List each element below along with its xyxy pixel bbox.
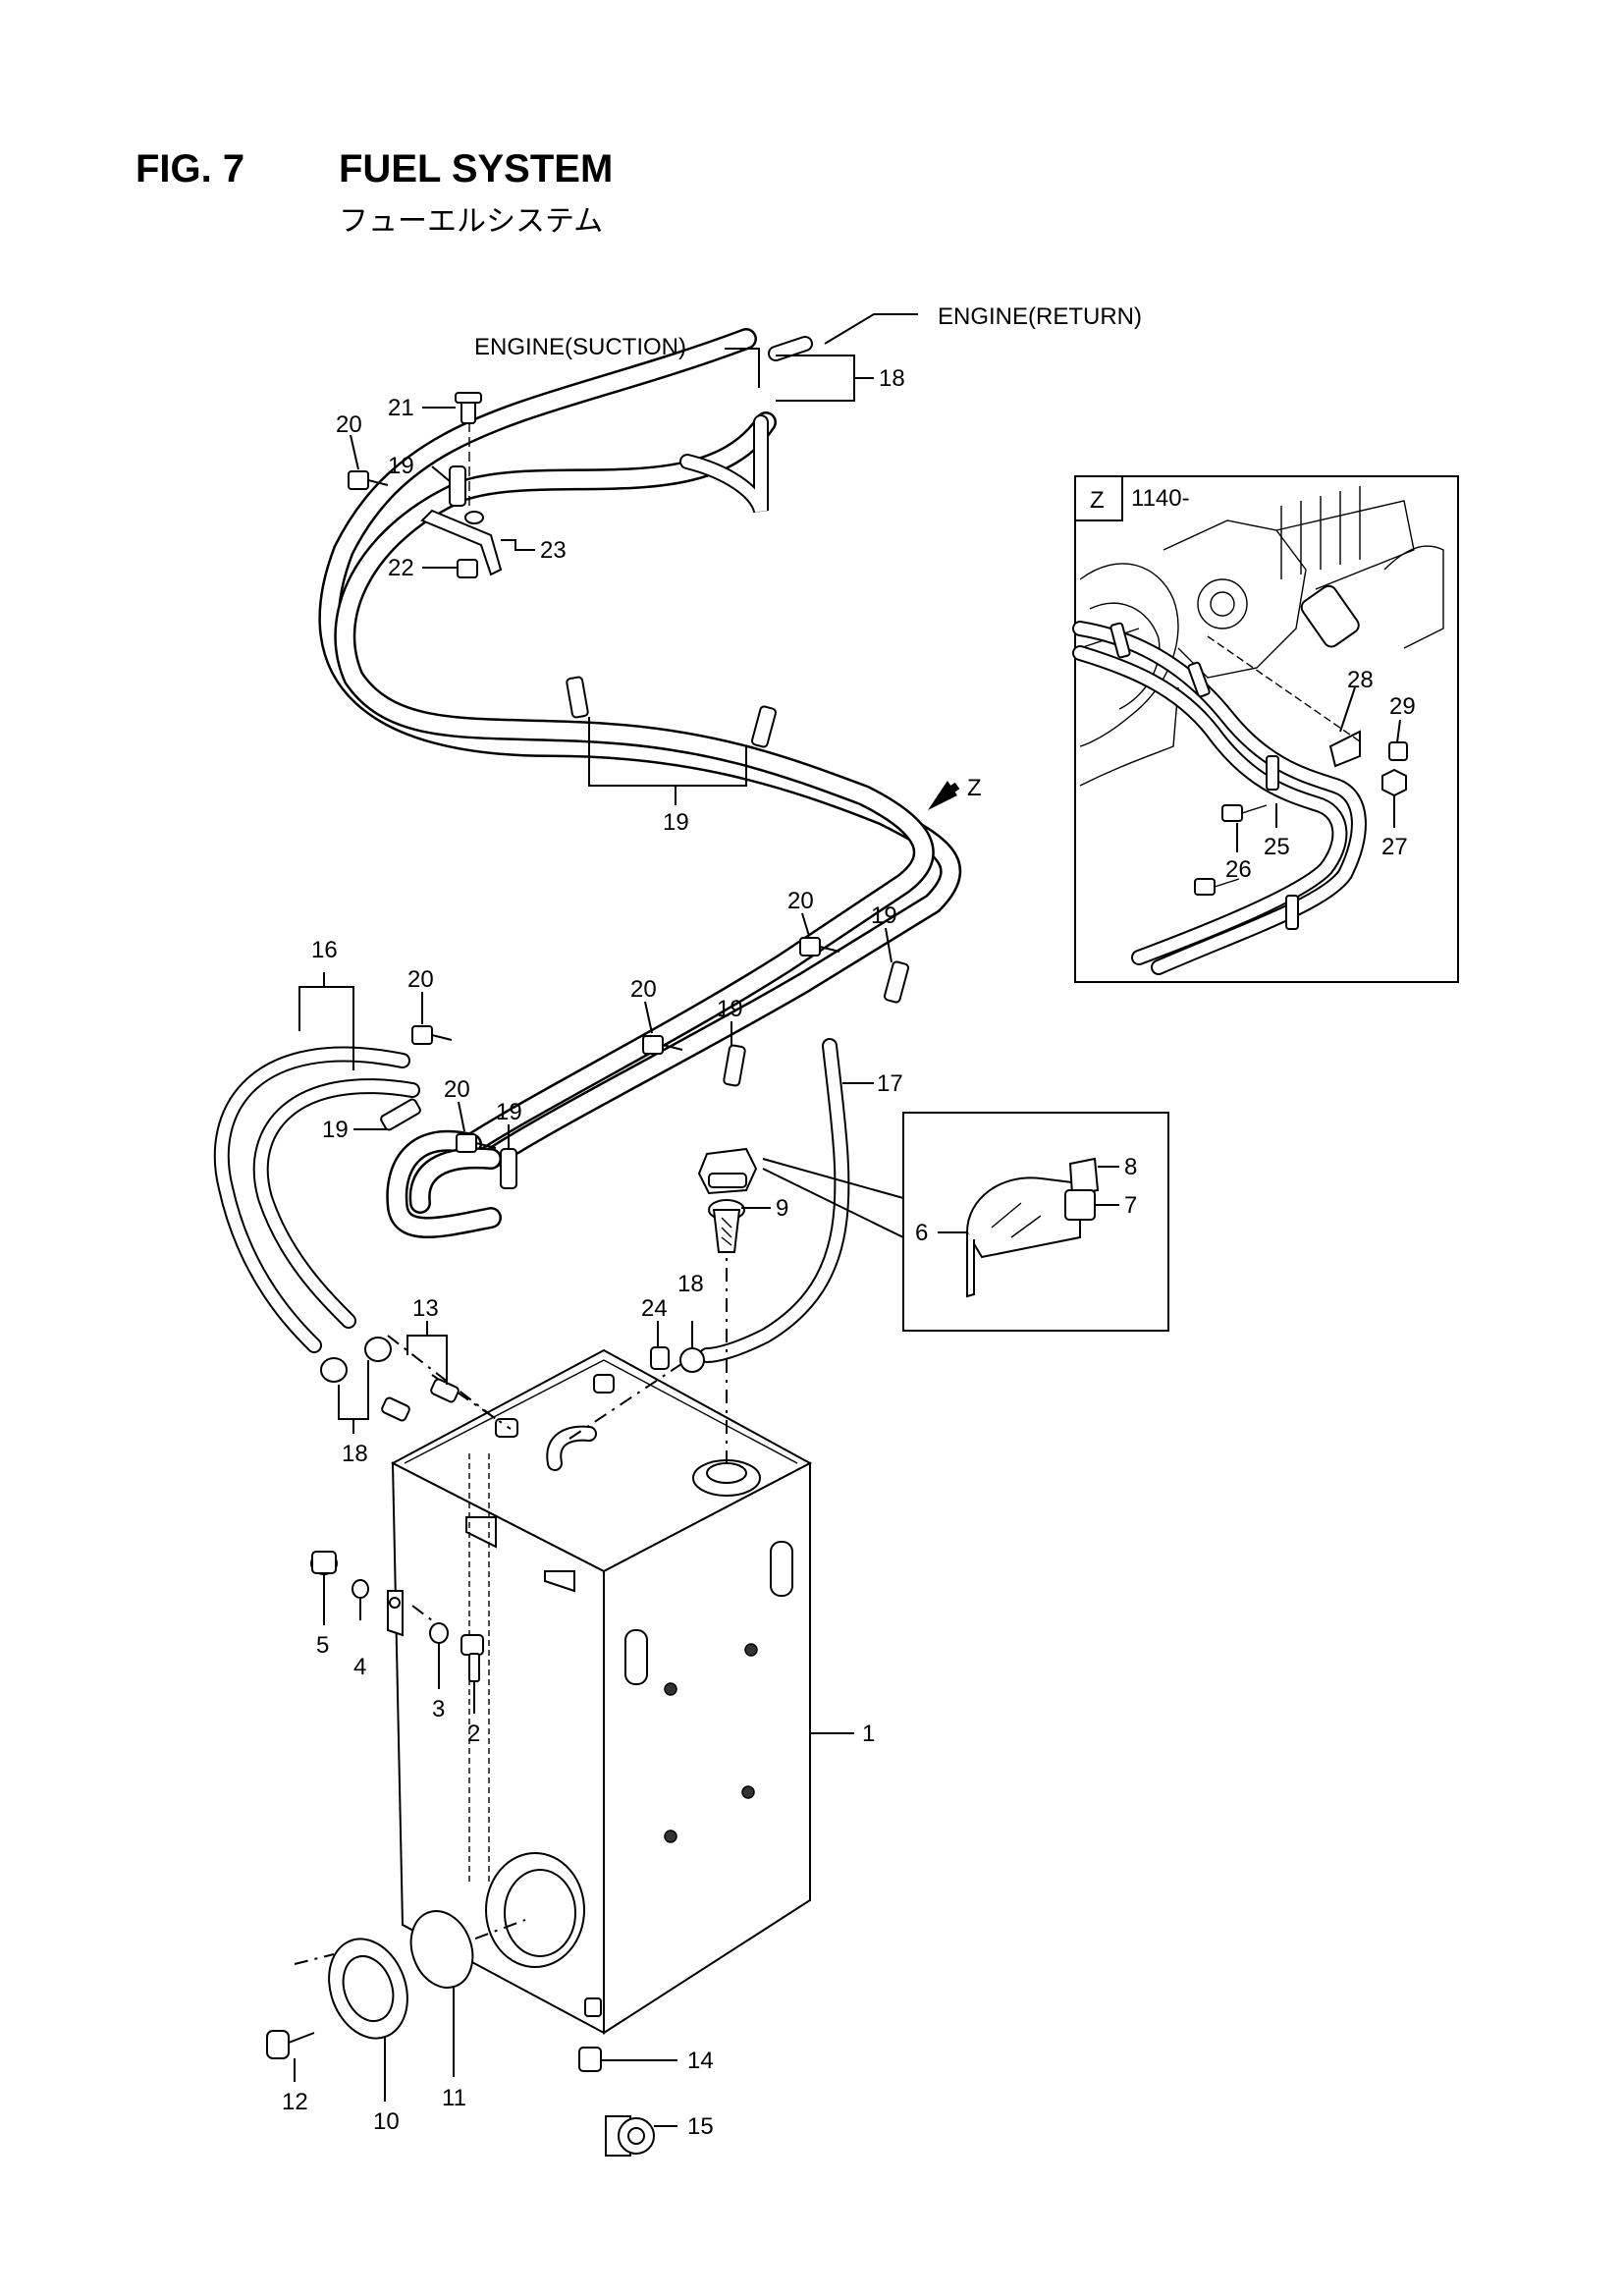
hose-clamps [380, 465, 910, 1189]
callout-12: 12 [282, 2089, 308, 2115]
callout-13: 13 [412, 1295, 439, 1322]
inset-view-z: Z 1140- 2 [1072, 475, 1459, 983]
callout-19: 19 [717, 996, 743, 1022]
callout-20: 20 [630, 976, 657, 1003]
hose-fittings [320, 1337, 705, 1422]
callout-20: 20 [407, 966, 434, 993]
fuel-tank [387, 1348, 813, 2035]
leader-lines [294, 313, 1119, 2127]
callout-20: 20 [336, 411, 362, 438]
figure-subtitle-japanese: フューエルシステム [339, 204, 604, 239]
inspection-cover-parts [266, 1910, 655, 2157]
bolts-20 [348, 470, 840, 1153]
view-arrow-z [928, 781, 960, 810]
callout-20: 20 [444, 1076, 470, 1103]
callout-22: 22 [388, 555, 414, 581]
callout-17: 17 [877, 1070, 903, 1097]
fuel-cap-and-strainer [697, 1147, 904, 1253]
callout-23: 23 [540, 537, 567, 564]
callout-15: 15 [687, 2113, 714, 2140]
callout-numbers: ENGINE(SUCTION) ENGINE(RETURN) Z 18 21 2… [282, 303, 1142, 2140]
callout-18: 18 [677, 1271, 704, 1297]
fuel-cap-detail-box [902, 1112, 1169, 1332]
callout-7: 7 [1124, 1192, 1137, 1219]
callout-2: 2 [467, 1721, 480, 1747]
inset-callout-29: 29 [1389, 693, 1416, 720]
callout-6: 6 [915, 1220, 928, 1246]
view-z-label: Z [967, 775, 982, 801]
callout-18: 18 [342, 1441, 368, 1467]
inset-callout-25: 25 [1264, 834, 1290, 860]
callout-20: 20 [787, 888, 814, 914]
callout-19: 19 [496, 1099, 522, 1125]
callout-14: 14 [687, 2048, 714, 2074]
callout-10: 10 [373, 2108, 400, 2135]
inset-callout-28: 28 [1347, 667, 1374, 693]
engine-return-label: ENGINE(RETURN) [938, 303, 1142, 330]
top-bracket-assembly [420, 392, 503, 578]
callout-19: 19 [871, 902, 897, 929]
inset-callout-27: 27 [1381, 834, 1408, 860]
callout-9: 9 [776, 1195, 788, 1222]
callout-16: 16 [311, 937, 338, 963]
inset-callout-26: 26 [1225, 856, 1252, 883]
callout-3: 3 [432, 1696, 445, 1722]
inset-view-letter: Z [1090, 487, 1105, 514]
callout-5: 5 [316, 1632, 329, 1659]
callout-19: 19 [663, 809, 689, 836]
callout-24: 24 [641, 1295, 668, 1322]
callout-18: 18 [879, 365, 905, 392]
callout-4: 4 [353, 1654, 366, 1680]
callout-1: 1 [862, 1721, 875, 1747]
callout-21: 21 [388, 395, 414, 421]
callout-19: 19 [388, 453, 414, 479]
callout-19: 19 [322, 1117, 349, 1143]
callout-11: 11 [442, 2085, 466, 2111]
fuel-hoses [213, 328, 962, 1363]
figure-title: FUEL SYSTEM [339, 147, 614, 191]
engine-suction-label: ENGINE(SUCTION) [474, 334, 686, 360]
figure-number: FIG. 7 [135, 147, 245, 191]
callout-8: 8 [1124, 1154, 1137, 1180]
assembly-centre-lines [294, 1237, 728, 1965]
inset-serial-range: 1140- [1131, 485, 1190, 512]
